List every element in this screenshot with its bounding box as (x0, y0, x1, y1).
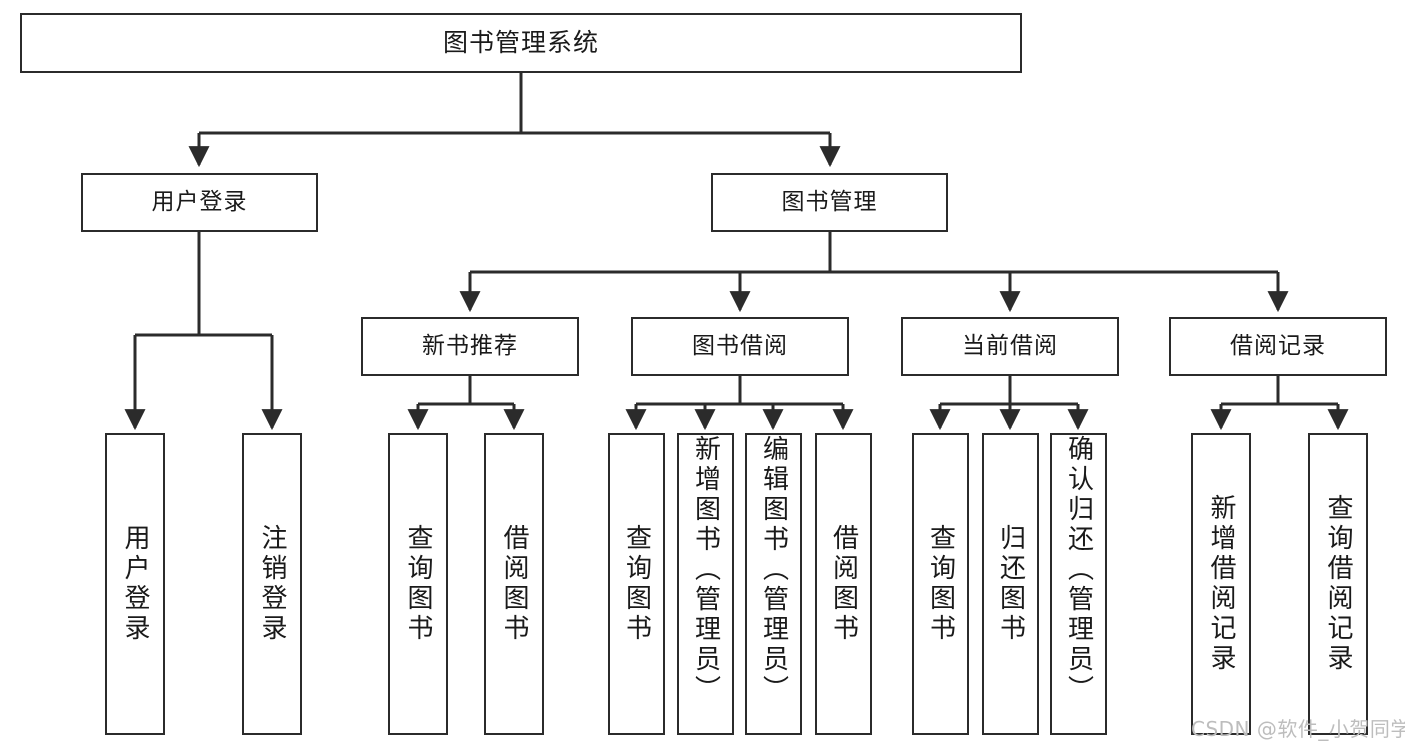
leaf-query-books-borrow[interactable]: 查询图书 (608, 433, 665, 735)
node-book-management[interactable]: 图书管理 (711, 173, 948, 232)
leaf-add-book-admin[interactable]: 新增图书（管理员） (677, 433, 734, 735)
node-label: 用户登录 (151, 188, 248, 215)
node-label: 查询图书 (403, 524, 433, 644)
node-new-book-recommend[interactable]: 新书推荐 (361, 317, 579, 376)
node-label: 当前借阅 (962, 332, 1058, 359)
leaf-return-books[interactable]: 归还图书 (982, 433, 1039, 735)
node-label: 图书管理系统 (442, 28, 599, 58)
node-label: 图书管理 (781, 188, 878, 215)
leaf-query-books-recommend[interactable]: 查询图书 (388, 433, 448, 735)
node-root-system[interactable]: 图书管理系统 (20, 13, 1022, 73)
leaf-edit-book-admin[interactable]: 编辑图书（管理员） (745, 433, 802, 735)
node-label: 借阅记录 (1230, 332, 1326, 359)
csdn-watermark: CSDN @软件_小贺同学 (1191, 717, 1405, 741)
leaf-borrow-books[interactable]: 借阅图书 (815, 433, 872, 735)
leaf-query-books-current[interactable]: 查询图书 (912, 433, 969, 735)
node-label: 新增图书（管理员） (690, 435, 721, 705)
node-label: 用户登录 (120, 524, 150, 644)
node-label: 确认归还（管理员） (1063, 435, 1094, 705)
node-borrow-records[interactable]: 借阅记录 (1169, 317, 1387, 376)
node-book-borrow[interactable]: 图书借阅 (631, 317, 849, 376)
node-label: 注销登录 (257, 524, 287, 644)
node-label: 借阅图书 (499, 524, 529, 644)
leaf-query-borrow-record[interactable]: 查询借阅记录 (1308, 433, 1368, 735)
node-current-borrow[interactable]: 当前借阅 (901, 317, 1119, 376)
node-label: 归还图书 (995, 524, 1026, 644)
node-user-login[interactable]: 用户登录 (81, 173, 318, 232)
node-label: 编辑图书（管理员） (758, 435, 789, 705)
node-label: 新增借阅记录 (1206, 494, 1236, 674)
node-label: 查询图书 (621, 524, 652, 644)
node-label: 查询图书 (925, 524, 956, 644)
node-label: 借阅图书 (828, 524, 859, 644)
node-label: 查询借阅记录 (1323, 494, 1353, 674)
node-label: 图书借阅 (692, 332, 788, 359)
leaf-confirm-return-admin[interactable]: 确认归还（管理员） (1050, 433, 1107, 735)
leaf-logout[interactable]: 注销登录 (242, 433, 302, 735)
leaf-borrow-books-recommend[interactable]: 借阅图书 (484, 433, 544, 735)
leaf-add-borrow-record[interactable]: 新增借阅记录 (1191, 433, 1251, 735)
node-label: 新书推荐 (422, 332, 518, 359)
leaf-user-login[interactable]: 用户登录 (105, 433, 165, 735)
